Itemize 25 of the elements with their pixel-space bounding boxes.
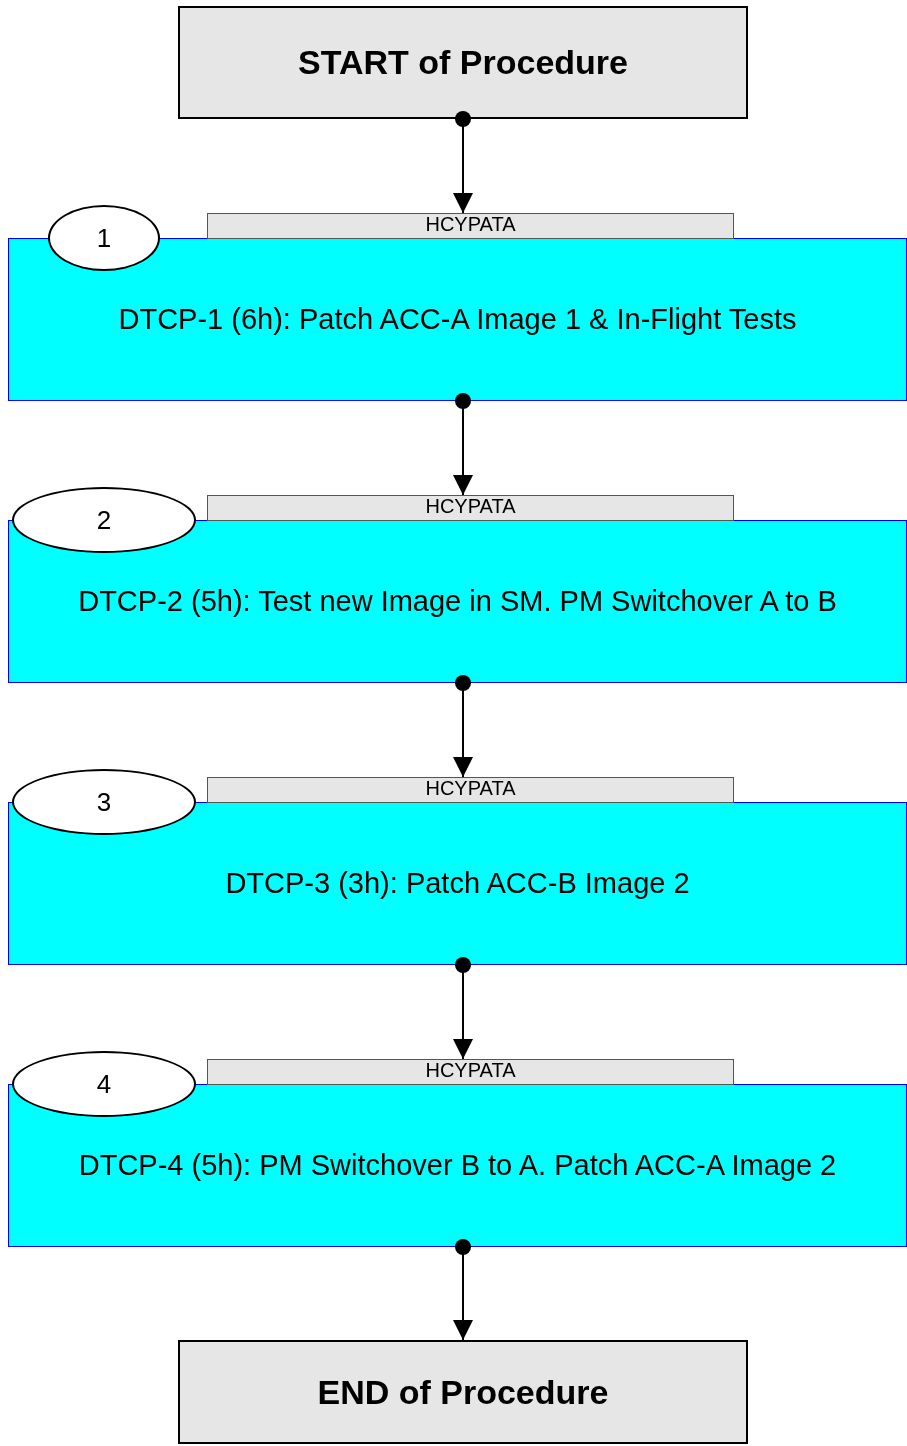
step-title: DTCP-1 (6h): Patch ACC-A Image 1 & In-Flight Tests	[118, 303, 797, 336]
arrow	[453, 1239, 473, 1341]
arrow	[453, 111, 473, 214]
tab-box	[207, 1059, 734, 1085]
tab-label: HCYPATA	[425, 496, 516, 516]
tab-box	[207, 495, 734, 521]
terminal-box	[178, 1340, 748, 1444]
tab-box	[207, 777, 734, 803]
step-title: DTCP-2 (5h): Test new Image in SM. PM Switchover A to B	[78, 585, 837, 618]
arrow	[453, 957, 473, 1060]
step-title: DTCP-3 (3h): Patch ACC-B Image 2	[225, 867, 690, 900]
step-number: 1	[96, 222, 112, 254]
arrow	[453, 675, 473, 778]
terminal-box	[178, 6, 748, 119]
step-number: 2	[96, 504, 112, 536]
terminal-label: START of Procedure	[298, 43, 628, 82]
tab-label: HCYPATA	[425, 778, 516, 798]
tab-box	[207, 213, 734, 239]
arrow	[453, 393, 473, 496]
terminal-label: END of Procedure	[317, 1372, 609, 1412]
tab-label: HCYPATA	[425, 1060, 516, 1080]
step-number: 4	[96, 1068, 112, 1100]
step-title: DTCP-4 (5h): PM Switchover B to A. Patch ACC-A Image 2	[78, 1149, 837, 1182]
tab-label: HCYPATA	[425, 214, 516, 234]
step-number: 3	[96, 786, 112, 818]
